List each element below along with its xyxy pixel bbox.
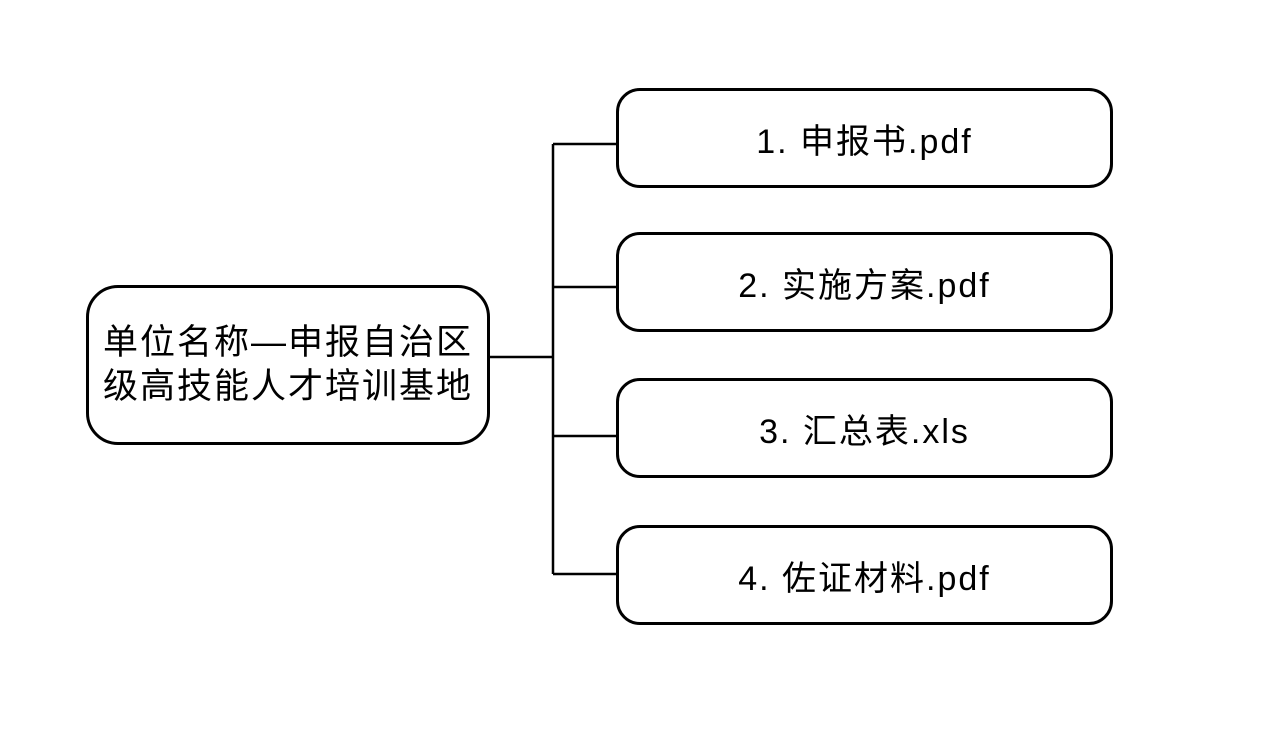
child-node-4-label: 4. 佐证材料.pdf <box>738 559 991 598</box>
root-node-label-line-2: 级高技能人才培训基地 <box>102 367 473 406</box>
child-node-3-label: 3. 汇总表.xls <box>759 412 970 451</box>
child-node-2: 2. 实施方案.pdf <box>616 232 1113 332</box>
root-node-label-line-1: 单位名称—申报自治区 <box>102 323 473 362</box>
child-node-1: 1. 申报书.pdf <box>616 88 1113 188</box>
child-node-1-label: 1. 申报书.pdf <box>756 122 973 161</box>
child-node-3: 3. 汇总表.xls <box>616 378 1113 478</box>
child-node-4: 4. 佐证材料.pdf <box>616 525 1113 625</box>
child-node-2-label: 2. 实施方案.pdf <box>738 266 991 305</box>
root-node: 单位名称—申报自治区 级高技能人才培训基地 <box>86 285 490 445</box>
